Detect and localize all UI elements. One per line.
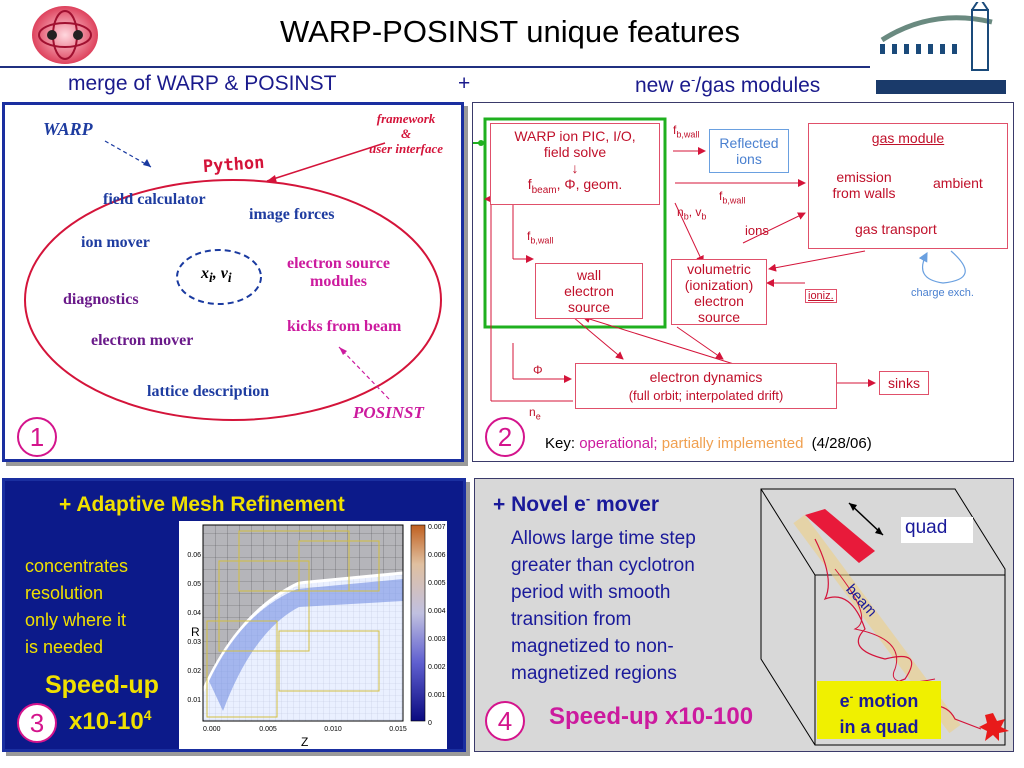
amr-xtick: 0.000: [203, 726, 221, 733]
mover-title: + Novel e- mover: [493, 491, 660, 516]
warp-label: WARP: [43, 119, 93, 139]
amr-plot-graphics: 0.06 0.05 0.04 0.03 0.02 0.01 0.000 0.005 0.010…: [187, 524, 446, 733]
amr-cbar-tick: 0.005: [428, 580, 446, 587]
panel-module-diagram: WARP ion PIC, I/O, field solve ↓ fbeam, …: [472, 102, 1014, 462]
amr-xlabel: Z: [301, 735, 309, 749]
amr-cbar-tick: 0.006: [428, 552, 446, 559]
panel-warp-posinst-merge: WARP framework&user interface Python fie…: [2, 102, 464, 462]
key-operational: operational;: [579, 435, 658, 452]
ambient-label: ambient: [933, 175, 983, 191]
panel1-graphics: [24, 140, 442, 421]
ions-label: ions: [745, 223, 769, 238]
modules-heading: new e-/gas modules: [635, 72, 821, 97]
ioniz-label: ioniz.: [805, 289, 837, 303]
item-ion-mover: ion mover: [81, 234, 150, 251]
python-label: Python: [202, 152, 266, 178]
kicks-from-beam: kicks from beam: [287, 318, 402, 335]
amr-title: + Adaptive Mesh Refinement: [59, 493, 345, 516]
quad-label: quad: [901, 517, 973, 543]
charge-exchange-label: charge exch.: [911, 287, 974, 299]
item-electron-mover: electron mover: [91, 332, 194, 349]
merge-heading: merge of WARP & POSINST: [68, 72, 337, 95]
amr-cbar-tick: 0.007: [428, 524, 446, 531]
amr-xtick: 0.015: [389, 726, 407, 733]
diagram-key: Key: operational; partially implemented …: [545, 435, 872, 452]
mover-speedup: Speed-up x10-100: [549, 703, 754, 730]
label-fbwall-reflected: fb,wall: [673, 123, 700, 140]
item-image-forces: image forces: [249, 206, 335, 223]
page-title: WARP-POSINST unique features: [279, 14, 741, 49]
label-ne: ne: [529, 405, 541, 422]
item-field-calculator: field calculator: [103, 191, 206, 208]
electron-dynamics-box: electron dynamics (full orbit; interpola…: [575, 363, 837, 409]
plus-sign: +: [458, 72, 471, 95]
cern-logo: [32, 6, 98, 64]
label-nb-vb: nb, vb: [677, 205, 707, 222]
item-lattice-description: lattice description: [147, 383, 270, 400]
warp-pic-box: WARP ion PIC, I/O, field solve ↓ fbeam, …: [490, 123, 660, 205]
amr-cbar-tick: 0.002: [428, 664, 446, 671]
panel-number-4: 4: [485, 701, 525, 741]
amr-speedup-value: x10-104: [69, 707, 152, 735]
amr-ytick: 0.02: [187, 668, 201, 675]
gas-module-box: gas module: [808, 123, 1008, 249]
xi-vi-label: xi, vi: [201, 265, 232, 286]
amr-ylabel: R: [191, 625, 200, 639]
label-phi: Φ: [533, 363, 543, 377]
item-diagnostics: diagnostics: [63, 291, 139, 308]
amr-xtick: 0.005: [259, 726, 277, 733]
label-fbwall-wall: fb,wall: [527, 229, 554, 246]
framework-label: framework&user interface: [368, 111, 444, 156]
gas-transport-label: gas transport: [855, 221, 937, 237]
amr-cbar-tick: 0: [428, 720, 432, 727]
panel2-arrows: [473, 117, 966, 402]
panel-number-2: 2: [485, 417, 525, 457]
amr-cbar-tick: 0.001: [428, 692, 446, 699]
amr-cbar-tick: 0.003: [428, 636, 446, 643]
sinks-box: sinks: [879, 371, 929, 395]
berkeley-lab-logo: [876, 2, 1006, 94]
posinst-label: POSINST: [353, 403, 424, 422]
amr-plot: 0.06 0.05 0.04 0.03 0.02 0.01 0.000 0.005 0.010…: [179, 521, 447, 749]
amr-speedup-label: Speed-up: [45, 671, 159, 699]
header-divider: [0, 66, 870, 68]
amr-cbar-tick: 0.004: [428, 608, 446, 615]
panel-number-1: 1: [17, 417, 57, 457]
amr-ytick: 0.03: [187, 639, 201, 646]
amr-ytick: 0.06: [187, 552, 201, 559]
panel-number-3: 3: [17, 703, 57, 743]
amr-ytick: 0.05: [187, 581, 201, 588]
amr-ytick: 0.01: [187, 697, 201, 704]
amr-xtick: 0.010: [324, 726, 342, 733]
key-date: (4/28/06): [811, 435, 872, 452]
key-partial: partially implemented: [661, 435, 804, 452]
amr-ytick: 0.04: [187, 610, 201, 617]
label-fbwall-gas: fb,wall: [719, 189, 746, 206]
electron-motion-label: e- motion in a quad: [817, 681, 941, 739]
